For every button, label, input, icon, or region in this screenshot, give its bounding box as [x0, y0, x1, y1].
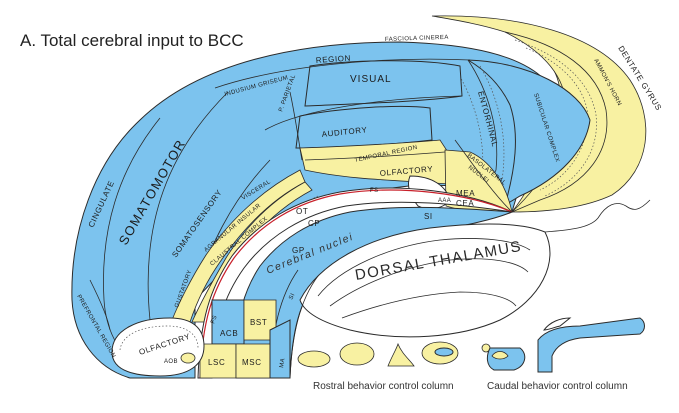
basolateral-boundary	[454, 139, 513, 213]
caption-caudal: Caudal behavior control column	[487, 381, 628, 392]
rostral-column-glyphs	[297, 341, 459, 368]
label-region: REGION	[316, 54, 352, 65]
caudal-glyph-2	[537, 317, 645, 373]
aob-region	[180, 352, 196, 364]
parietal-boundary	[289, 91, 303, 161]
label-msc: MSC	[242, 358, 262, 367]
ammons-horn-contour-2	[525, 47, 589, 191]
label-ot: OT	[296, 207, 308, 216]
label-gp: GP	[292, 246, 305, 255]
caudal-column-glyphs	[481, 317, 645, 373]
olfactory-bulb-contour	[119, 325, 199, 351]
entorhinal-contour-2	[455, 69, 484, 179]
caption-rostral: Rostral behavior control column	[313, 381, 454, 392]
olfactory-bulb	[111, 317, 205, 377]
temporal-region-boundary	[264, 95, 463, 131]
label-cea: CEA	[456, 199, 474, 208]
dorsal-thalamus	[299, 223, 551, 338]
rostral-glyph-1	[297, 350, 331, 368]
thalamus-tail	[544, 199, 651, 233]
label-si-bottom: SI	[288, 292, 296, 300]
subicular-complex	[467, 59, 591, 207]
somatomotor-boundary	[147, 91, 229, 321]
label-fasciola-cinerea: FASCIOLA CINEREA	[385, 35, 449, 43]
rostral-glyph-2	[339, 342, 375, 366]
prefrontal-boundary	[89, 279, 111, 331]
thalamus-contour-1	[317, 238, 531, 297]
rostral-glyph-4-core	[434, 347, 454, 357]
label-lsc: LSC	[208, 358, 225, 367]
ma-strip	[269, 319, 291, 379]
red-boundary-line	[199, 189, 513, 379]
label-fs-top: FS	[370, 188, 378, 194]
label-visual: VISUAL	[350, 74, 392, 85]
entorhinal-contour	[479, 65, 505, 181]
olfactory-tubercle-ring	[197, 187, 513, 379]
label-fs-bottom: FS	[210, 315, 219, 325]
region-boundary-upper	[214, 58, 471, 89]
label-cp: CP	[308, 219, 320, 228]
label-mea: MEA	[456, 189, 475, 198]
label-si-top: SI	[424, 212, 433, 221]
gp-boundary	[289, 275, 319, 379]
caudal-glyph-2-tip	[542, 317, 572, 331]
caudal-glyph-1	[486, 347, 526, 371]
label-ma: MA	[279, 358, 287, 369]
caudal-glyph-1-yellow	[491, 351, 509, 360]
label-bst: BST	[250, 318, 267, 327]
thalamus-contour-3	[341, 291, 517, 319]
label-aaa: AAA	[438, 198, 451, 204]
ammons-horn-contour	[514, 39, 597, 197]
thalamus-contour-2	[329, 258, 529, 307]
label-aob: AOB	[164, 359, 178, 365]
figure-title: A. Total cerebral input to BCC	[20, 31, 244, 50]
rostral-glyph-3	[387, 342, 415, 367]
label-acb: ACB	[220, 329, 238, 338]
entorhinal-boundary	[467, 59, 498, 193]
olfactory-boundary	[304, 151, 446, 161]
